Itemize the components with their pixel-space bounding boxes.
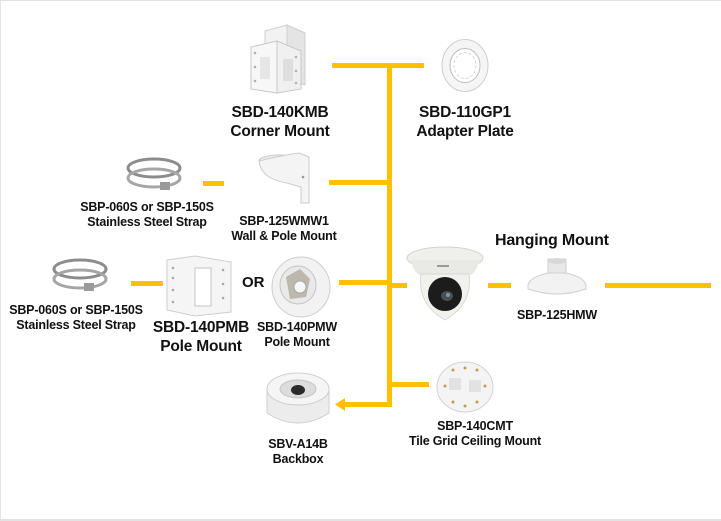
desc-text: Adapter Plate: [416, 122, 514, 140]
pole-mount-box-icon: [271, 256, 331, 318]
model-text: SBP-125HMW: [517, 308, 597, 322]
desc-text: Tile Grid Ceiling Mount: [409, 434, 541, 449]
connector-wall-pole-mount: [329, 180, 389, 185]
label-wall-pole-mount: SBP-125WMW1 Wall & Pole Mount: [219, 214, 349, 245]
model-text: SBP-125WMW1: [239, 214, 329, 228]
dome-camera-icon: [406, 246, 484, 321]
corner-mount-icon: [250, 24, 306, 94]
desc-text: Pole Mount: [264, 335, 330, 350]
connector-ceiling-mount: [389, 382, 429, 387]
model-text: SBD-140PMW: [257, 320, 337, 334]
desc-text: Corner Mount: [230, 122, 330, 140]
pole-mount-bracket-icon: [166, 255, 232, 317]
desc-text: Stainless Steel Strap: [87, 215, 207, 230]
backbox-icon: [266, 372, 330, 424]
label-adapter-plate: SBD-110GP1 Adapter Plate: [415, 104, 515, 142]
connector-pole-mount: [339, 280, 389, 285]
or-label: OR: [242, 274, 265, 291]
model-text: SBV-A14B: [268, 437, 328, 451]
steel-strap-icon: [126, 157, 182, 190]
model-text: SBP-060S or SBP-150S: [80, 200, 214, 214]
steel-strap-icon: [52, 258, 108, 291]
connector-main-vertical: [387, 63, 392, 407]
label-backbox: SBV-A14B Backbox: [248, 437, 348, 468]
label-corner-mount: SBD-140KMB Corner Mount: [230, 104, 330, 142]
wall-pole-mount-icon: [258, 152, 310, 204]
model-text: SBD-140PMB: [152, 319, 250, 336]
model-text: SBP-140CMT: [437, 419, 513, 433]
connector-strap2-dash: [131, 281, 163, 286]
connector-top-horizontal: [332, 63, 424, 68]
desc-text: Pole Mount: [160, 337, 242, 355]
model-text: SBD-110GP1: [419, 104, 511, 121]
connector-camera: [389, 283, 407, 288]
connector-strap1-dash: [203, 181, 224, 186]
arrow-left-icon: [335, 398, 345, 411]
model-text: SBP-060S or SBP-150S: [9, 303, 143, 317]
label-hanging-mount: SBP-125HMW: [507, 308, 607, 323]
label-steel-strap-2: SBP-060S or SBP-150S Stainless Steel Str…: [5, 303, 147, 334]
connector-hanging-long: [605, 283, 711, 288]
connector-hanging-dash: [488, 283, 511, 288]
desc-text: Wall & Pole Mount: [231, 229, 337, 244]
hanging-mount-icon: [527, 258, 587, 295]
connector-backbox: [342, 402, 389, 407]
label-steel-strap-1: SBP-060S or SBP-150S Stainless Steel Str…: [77, 200, 217, 231]
adapter-plate-icon: [441, 39, 489, 92]
desc-text: Backbox: [272, 452, 324, 467]
label-pole-mount-pmw: SBD-140PMW Pole Mount: [247, 320, 347, 351]
model-text: SBD-140KMB: [231, 104, 329, 121]
desc-text: Stainless Steel Strap: [16, 318, 136, 333]
label-pole-mount-pmb: SBD-140PMB Pole Mount: [151, 319, 251, 357]
hanging-mount-title: Hanging Mount: [495, 232, 609, 249]
label-ceiling-mount: SBP-140CMT Tile Grid Ceiling Mount: [405, 419, 545, 450]
ceiling-mount-icon: [436, 361, 494, 413]
